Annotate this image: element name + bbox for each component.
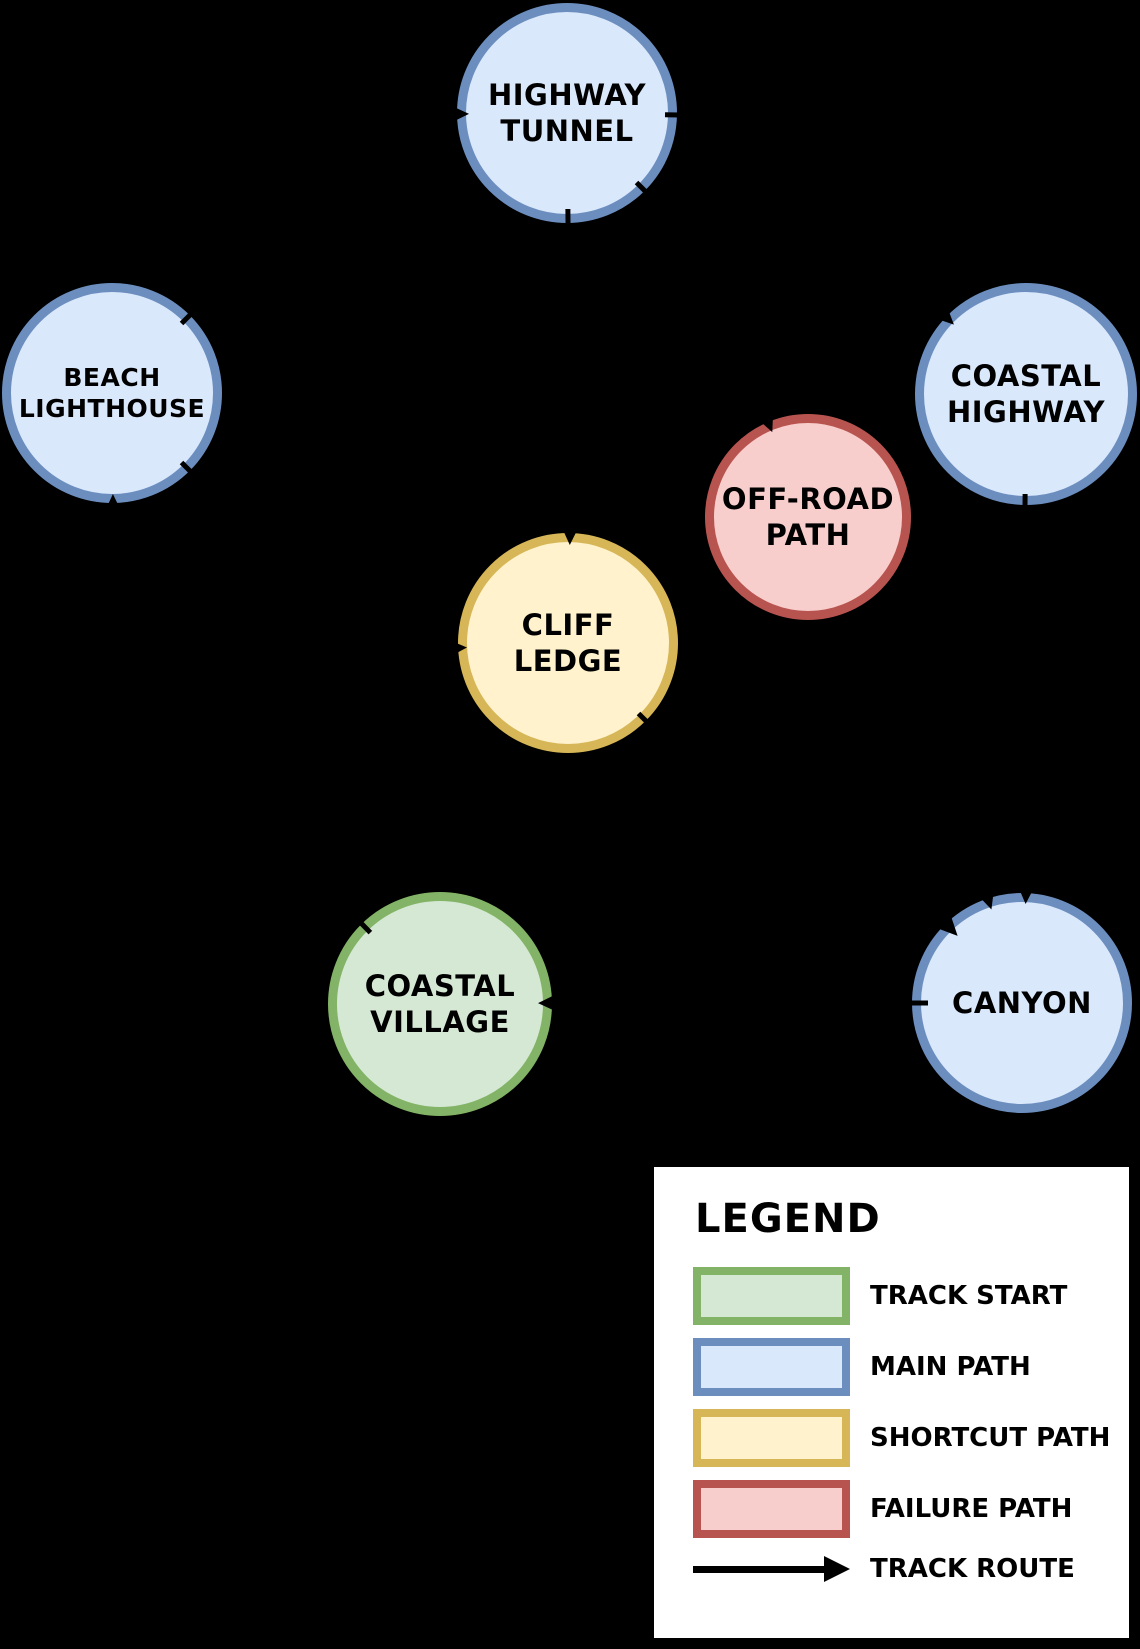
legend-item-shortcut-path: SHORTCUT PATH — [693, 1409, 1129, 1467]
track-route-arrow-icon — [693, 1556, 850, 1582]
node-coastal-village[interactable]: COASTAL VILLAGE — [328, 892, 552, 1116]
edge-tail-notch — [856, 605, 873, 627]
node-label: HIGHWAY — [488, 77, 646, 112]
legend-item-label: FAILURE PATH — [870, 1494, 1073, 1524]
node-label: CANYON — [952, 985, 1092, 1020]
legend-title: LEGEND — [695, 1196, 881, 1242]
node-label: PATH — [765, 518, 851, 552]
failure-path-swatch — [693, 1480, 850, 1538]
legend-item-label: SHORTCUT PATH — [870, 1423, 1111, 1453]
node-label: COASTAL — [364, 968, 516, 1003]
node-label: HIGHWAY — [947, 395, 1105, 429]
arrow-line — [693, 1565, 824, 1573]
legend-item-failure-path: FAILURE PATH — [693, 1480, 1129, 1538]
node-label: OFF-ROAD — [721, 481, 895, 516]
node-label: COASTAL — [950, 358, 1102, 393]
node-label: TUNNEL — [500, 114, 634, 148]
shortcut-path-swatch — [693, 1409, 850, 1467]
node-canyon[interactable]: CANYON — [912, 893, 1132, 1113]
main-path-swatch — [693, 1338, 850, 1396]
node-highway-tunnel[interactable]: HIGHWAY TUNNEL — [457, 3, 677, 223]
node-off-road-path[interactable]: OFF-ROAD PATH — [705, 414, 911, 620]
node-label: LEDGE — [513, 644, 623, 678]
node-label: LIGHTHOUSE — [18, 394, 206, 423]
legend-item-track-start: TRACK START — [693, 1267, 1129, 1325]
legend-item-main-path: MAIN PATH — [693, 1338, 1129, 1396]
legend-item-label: MAIN PATH — [870, 1352, 1031, 1382]
node-beach-lighthouse[interactable]: BEACH LIGHTHOUSE — [2, 283, 222, 503]
node-coastal-highway[interactable]: COASTAL HIGHWAY — [915, 283, 1137, 505]
legend-box: LEGEND TRACK START MAIN PATH SHORTCUT PA… — [650, 1163, 1133, 1642]
legend-item-label: TRACK ROUTE — [870, 1554, 1075, 1584]
node-cliff-ledge[interactable]: CLIFF LEDGE — [458, 533, 678, 753]
node-label: VILLAGE — [370, 1005, 510, 1039]
node-label: CLIFF — [521, 607, 615, 642]
track-start-swatch — [693, 1267, 850, 1325]
legend-item-label: TRACK START — [870, 1281, 1068, 1311]
legend-item-track-route: TRACK ROUTE — [693, 1554, 1129, 1584]
node-label: BEACH — [63, 362, 161, 392]
arrow-head — [824, 1556, 850, 1582]
